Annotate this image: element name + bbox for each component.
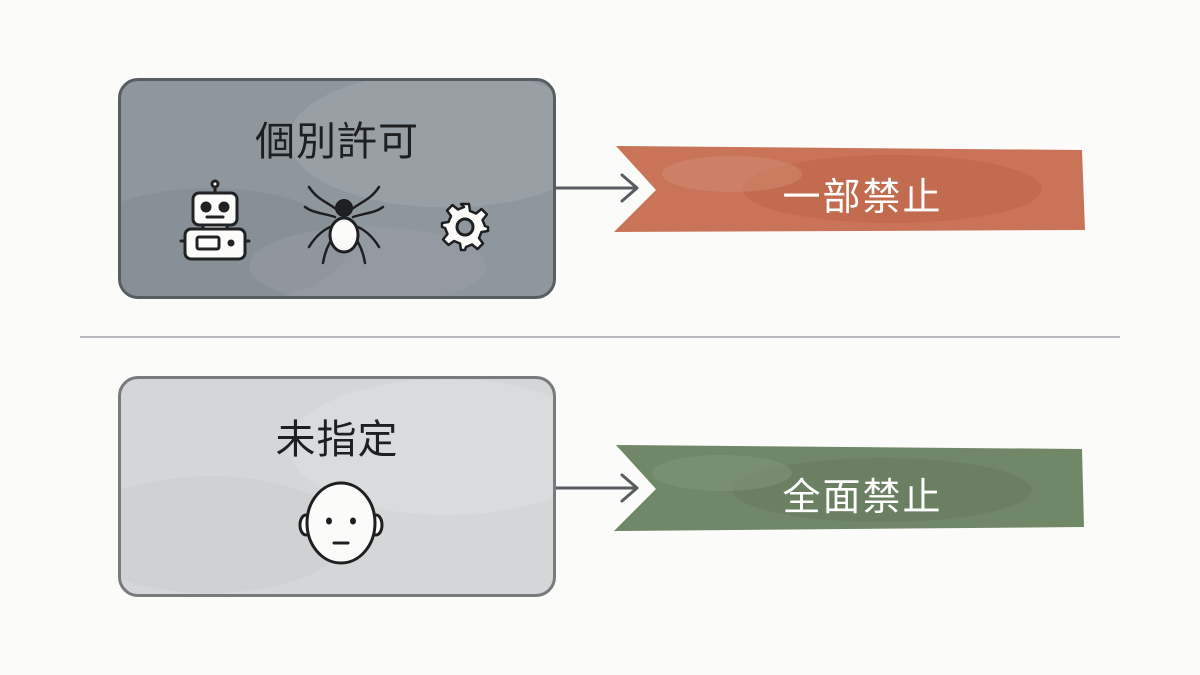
robot-icon — [179, 179, 251, 263]
watercolor-wash — [121, 379, 553, 594]
face-icon — [296, 481, 386, 567]
individual-permission-box: 個別許可 — [118, 78, 556, 299]
unspecified-box: 未指定 — [118, 376, 556, 597]
partial-prohibition-label: 一部禁止 — [782, 175, 943, 219]
spider-icon — [303, 181, 385, 265]
full-prohibition-ribbon — [612, 443, 1087, 533]
section-divider — [80, 336, 1120, 338]
unspecified-title: 未指定 — [275, 417, 399, 463]
gear-icon — [439, 201, 491, 253]
upper-arrow — [556, 170, 646, 206]
full-prohibition-label: 全面禁止 — [782, 475, 943, 519]
individual-permission-title: 個別許可 — [255, 119, 419, 165]
lower-arrow — [556, 470, 646, 506]
partial-prohibition-ribbon — [612, 144, 1087, 234]
